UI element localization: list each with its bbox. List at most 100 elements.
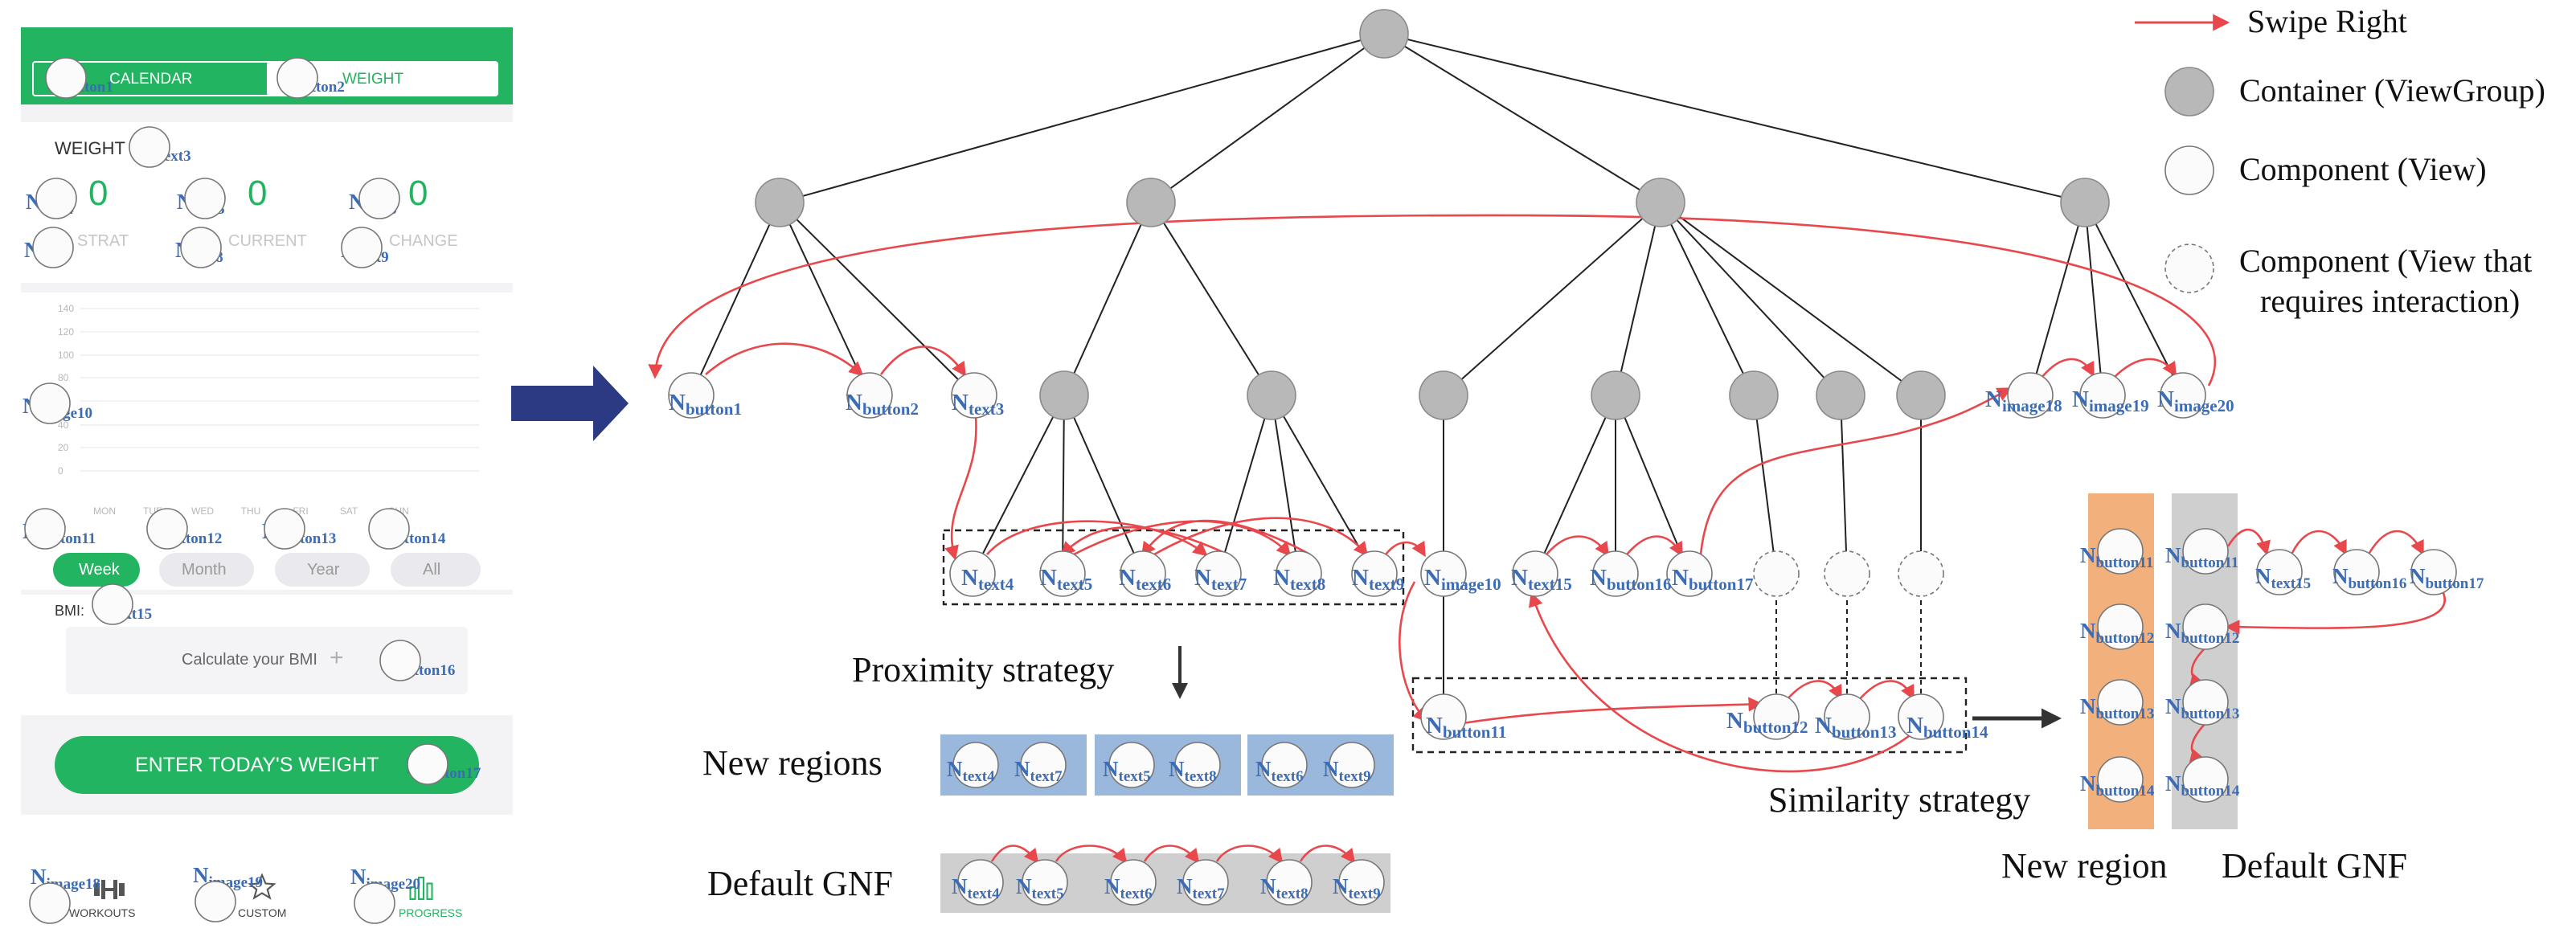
new-region-node-button11 <box>2097 528 2144 575</box>
region-node-text9 <box>1329 742 1375 788</box>
gnf-node-text5 <box>1022 859 1068 906</box>
default-gnf-node-button14 <box>2182 756 2229 803</box>
gnf-swipe-arrow <box>1143 845 1200 864</box>
node-label-text9: Ntext9 <box>1323 757 1371 785</box>
phone-node-image18 <box>29 882 71 924</box>
node-label-text15: Ntext15 <box>1511 565 1572 594</box>
edge-level2-level3 <box>1062 395 1065 575</box>
edge-level1-level2 <box>779 202 870 396</box>
period-month-button[interactable] <box>159 553 254 587</box>
tab-calendar[interactable]: CALENDAR <box>109 71 193 88</box>
tree-nodes <box>668 9 2457 906</box>
phone-node-button12 <box>146 508 188 550</box>
node-label-image20: Nimage20 <box>2157 387 2234 415</box>
chart-day-label: MON <box>93 505 116 517</box>
level1-container <box>755 178 805 227</box>
node-text9 <box>1351 550 1398 597</box>
phone-node-image19 <box>195 881 236 922</box>
node-text15 <box>1512 550 1558 597</box>
node-d3 <box>1898 550 1944 597</box>
nav-progress-label: PROGRESS <box>399 906 463 919</box>
default-gnf-box-left <box>940 853 1390 913</box>
chart-ytick: 120 <box>58 326 74 337</box>
node-label-button12: Nbutton12 <box>1726 708 1808 737</box>
period-all-button[interactable] <box>391 553 481 587</box>
node-label-text9: Ntext9 <box>1333 874 1381 902</box>
edge-root-level1 <box>1383 33 1661 203</box>
legend-container-node <box>2164 67 2214 117</box>
node-button14 <box>1898 693 1944 740</box>
node-image10 <box>1420 550 1467 597</box>
level1-container <box>1636 178 1685 227</box>
phone-node-text15 <box>92 583 133 625</box>
stat-change-value: 0 <box>408 174 428 213</box>
gnf-swipe-arrow <box>990 845 1039 864</box>
node-label-button14: Nbutton14 <box>1906 713 1988 742</box>
swipe-button17-image18 <box>1699 387 2013 555</box>
new-region-node-button12 <box>2097 603 2144 650</box>
new-regions-caption: New regions <box>702 743 883 783</box>
node-label-text8: Ntext8 <box>1260 874 1308 902</box>
node-label-button12: Nbutton12 <box>2080 619 2154 647</box>
gnf-swipe-arrow <box>1055 845 1128 864</box>
tab-weight[interactable]: WEIGHT <box>342 71 403 88</box>
weight-title: WEIGHT <box>55 138 125 158</box>
node-label-text5: Ntext5 <box>1103 757 1151 785</box>
tree-edges <box>511 33 2184 729</box>
legend-component-node <box>2164 145 2214 195</box>
swipe-text5-text8 <box>1073 520 1292 557</box>
legend-interaction-node <box>2164 243 2214 293</box>
default-gnf-node-button12 <box>2182 603 2229 650</box>
tab-switcher <box>32 61 498 96</box>
gnf-swipe-arrow <box>1215 845 1284 864</box>
node-label-button13: Nbutton13 <box>1815 713 1896 742</box>
node-label-text6: Ntext6 <box>1119 565 1171 594</box>
default-gnf-node-button16 <box>2333 549 2380 595</box>
gnf-swipe-button17-button12 <box>2225 592 2446 635</box>
node-label-button16: Nbutton16 <box>2332 564 2406 592</box>
node-button2 <box>846 372 893 419</box>
transition-arrow-icon <box>511 366 629 441</box>
node-label-button12: Nbutton12 <box>2165 619 2239 647</box>
period-year-button[interactable] <box>275 553 370 587</box>
weight-chart-card <box>21 292 513 534</box>
dumbbell-icon[interactable] <box>92 877 127 902</box>
edge-level1-level2 <box>1063 202 1152 396</box>
period-week-label: Week <box>79 561 120 579</box>
swipe-button12-button13 <box>1785 680 1842 702</box>
period-week-button[interactable] <box>53 553 140 587</box>
node-label-image10: Nimage10 <box>1424 565 1501 594</box>
edge-level1-level2 <box>1443 202 1661 396</box>
chart-day-label: THU <box>241 505 261 517</box>
progress-chart-icon[interactable] <box>407 873 436 902</box>
stat-start-label: STRAT <box>77 232 129 250</box>
bmi-calc-label: Calculate your BMI <box>182 651 317 669</box>
bmi-label: BMI: <box>55 603 85 619</box>
node-label-button17: Nbutton17 <box>2410 564 2484 592</box>
node-button11 <box>1420 693 1467 740</box>
gnf-node-text4 <box>957 859 1004 906</box>
edge-level1-level2 <box>779 202 975 396</box>
node-label-button11: Nbutton11 <box>1426 713 1506 742</box>
app-screenshot: CALENDAR WEIGHT WEIGHT 0 0 0 STRAT CURRE… <box>21 27 513 943</box>
edge-level2-level3 <box>1063 395 1144 575</box>
node-label-button13: Nbutton13 <box>2165 694 2239 722</box>
star-icon[interactable] <box>248 873 276 902</box>
node-label-button11: Nbutton11 <box>2080 543 2153 571</box>
region-node-text8 <box>1174 742 1221 788</box>
node-label-text4: Ntext4 <box>947 757 995 785</box>
node-label-image18: Nimage18 <box>1985 387 2062 415</box>
gnf-node-text9 <box>1338 859 1385 906</box>
similarity-caption: Similarity strategy <box>1768 780 2030 820</box>
node-text7 <box>1195 550 1242 597</box>
node-label-text6: Ntext6 <box>1104 874 1153 902</box>
chart-ytick: 20 <box>58 442 69 453</box>
node-label-text5: Ntext5 <box>1016 874 1064 902</box>
node-text3 <box>951 372 997 419</box>
edge-level2-level3 <box>1271 395 1300 575</box>
default-gnf-node-button11 <box>2182 528 2229 575</box>
level1-container <box>2060 178 2110 227</box>
edge-level2-level3 <box>1218 395 1272 575</box>
swipe-text7-text5 <box>1060 526 1229 557</box>
